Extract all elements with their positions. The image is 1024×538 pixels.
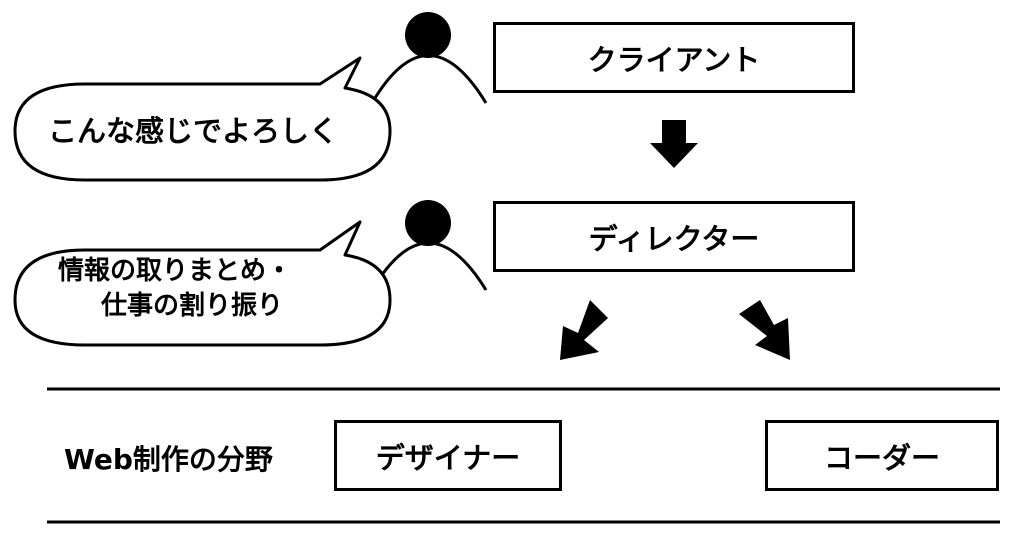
director-speech-bubble xyxy=(13,220,392,347)
director-person-icon xyxy=(370,200,488,291)
director-speech-line-2: 仕事の割り振り xyxy=(101,291,284,322)
arrow-down-icon xyxy=(650,120,698,168)
client-person-icon xyxy=(370,12,488,104)
arrow-down-left-icon xyxy=(560,300,608,360)
client-speech-bubble xyxy=(13,56,392,182)
director-speech-line-1: 情報の取りまとめ・ xyxy=(58,256,293,286)
client-box: クライアント xyxy=(493,22,855,93)
arrow-down-right-icon xyxy=(739,300,790,360)
director-box: ディレクター xyxy=(493,201,855,272)
section-label: Web制作の分野 xyxy=(64,443,273,476)
director-speech-text: 情報の取りまとめ・ 仕事の割り振り xyxy=(58,254,292,324)
designer-box: デザイナー xyxy=(334,420,562,491)
client-speech-text: こんな感じでよろしく xyxy=(48,114,339,148)
coder-box: コーダー xyxy=(765,420,999,491)
